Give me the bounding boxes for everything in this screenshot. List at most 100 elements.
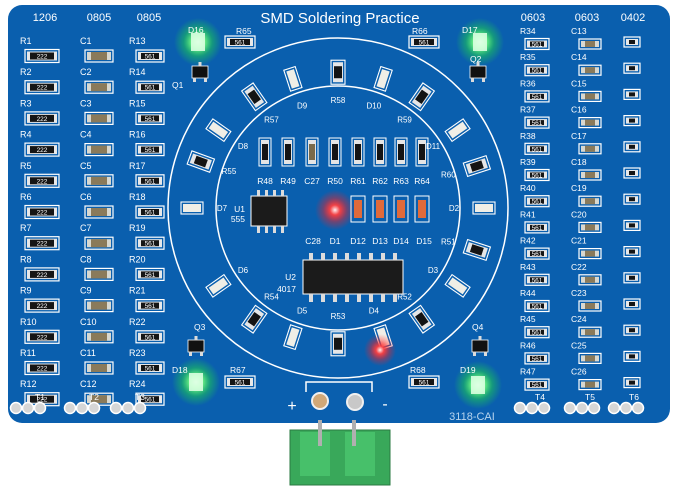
ring-label-r59: R59 [397, 116, 412, 125]
label-r20: R20 [129, 254, 146, 264]
resistor-code: 222 [37, 334, 48, 341]
smd-resistor: 222 [24, 360, 60, 376]
u2-label: U2 [285, 272, 296, 282]
ring-label-d10: D10 [367, 101, 382, 110]
ring-item-r58 [330, 59, 346, 85]
resistor-code: 222 [37, 210, 48, 217]
u2-type: 4017 [277, 284, 296, 294]
test-pad [563, 401, 577, 415]
smd-capacitor [578, 248, 602, 260]
column-header: 0805 [137, 12, 161, 24]
resistor-code: 561 [419, 40, 430, 47]
test-pad [607, 401, 621, 415]
smd-resistor: 561 [135, 392, 165, 406]
test-pad [513, 401, 527, 415]
led-glow-d4 [364, 334, 396, 366]
smd-resistor: 561 [524, 64, 550, 77]
smd-capacitor [578, 116, 602, 129]
label-r4: R4 [20, 130, 32, 140]
smd-resistor: 222 [24, 142, 60, 157]
label-r43: R43 [520, 262, 536, 272]
ring-label-d6: D6 [238, 266, 249, 275]
resistor-code: 561 [145, 178, 156, 185]
smd-resistor [623, 298, 641, 310]
center-label-r48: R48 [257, 176, 273, 186]
resistor-code: 561 [532, 225, 543, 232]
test-pad [63, 401, 77, 415]
smd-capacitor [84, 361, 114, 375]
center-part-r50 [328, 137, 342, 167]
transistor-q1 [191, 62, 209, 82]
tp-label-t6: T6 [629, 392, 639, 402]
smd-capacitor [578, 38, 602, 50]
q3-label: Q3 [194, 322, 206, 332]
resistor-code: 561 [145, 54, 156, 61]
center-part-r63 [394, 137, 408, 167]
center-label-d12: D12 [350, 236, 366, 246]
smd-resistor: 561 [524, 142, 550, 155]
ring-item-r54 [240, 304, 268, 334]
label-r7: R7 [20, 223, 32, 233]
smd-resistor: 561 [408, 375, 440, 389]
resistor-code: 561 [532, 251, 543, 258]
smd-capacitor [578, 64, 602, 76]
resistor-code: 561 [532, 173, 543, 180]
center-label-c27: C27 [304, 176, 320, 186]
diode-d12 [350, 195, 366, 223]
label-c22: C22 [571, 262, 587, 272]
transistor-q4 [471, 336, 489, 356]
smd-resistor [623, 324, 641, 336]
label-r34: R34 [520, 26, 536, 36]
label-c20: C20 [571, 209, 587, 219]
column-headers: 1206 0805 0805 0603 0603 0402 [33, 12, 645, 24]
u1-label: U1 [234, 204, 245, 214]
ring-item-r59 [408, 82, 436, 112]
corner-led-d17 [456, 18, 504, 66]
smd-capacitor [578, 221, 602, 233]
column-header: 1206 [33, 12, 57, 24]
ring-components: R55D7D8R57D9R58D10R59D11R60D2R51D3R52D4R… [180, 59, 496, 366]
smd-capacitor [84, 299, 114, 313]
column-header: 0603 [521, 12, 545, 24]
label-c13: C13 [571, 26, 587, 36]
transistor-q2 [469, 62, 487, 82]
resistor-code: 222 [37, 147, 48, 154]
ring-item-d3 [444, 273, 471, 298]
corner-led-d19 [454, 361, 502, 409]
label-c16: C16 [571, 105, 587, 115]
smd-resistor: 561 [224, 375, 256, 389]
smd-resistor: 561 [135, 205, 165, 219]
resistor-code: 222 [37, 178, 48, 185]
smd-resistor: 222 [24, 173, 60, 188]
label-c1: C1 [80, 36, 92, 46]
center-label-r64: R64 [414, 176, 430, 186]
label-r8: R8 [20, 254, 32, 264]
tp-label-t2: T2 [89, 392, 99, 402]
resistor-code: 561 [235, 380, 246, 387]
resistor-code: 561 [532, 120, 543, 127]
corner-res-label: R65 [236, 26, 252, 36]
u1-type: 555 [231, 214, 245, 224]
led-ring [167, 37, 509, 379]
resistor-code: 222 [37, 303, 48, 310]
q2-label: Q2 [470, 54, 482, 64]
corner-led-d16 [174, 18, 222, 66]
label-r47: R47 [520, 367, 536, 377]
resistor-code: 561 [145, 210, 156, 217]
smd-resistor: 561 [135, 111, 165, 126]
resistor-code: 222 [37, 366, 48, 373]
center-label-r62: R62 [372, 176, 388, 186]
resistor-code: 222 [37, 85, 48, 92]
test-pad [87, 401, 101, 415]
test-pad [133, 401, 147, 415]
label-c21: C21 [571, 236, 587, 246]
smd-capacitor [578, 169, 602, 181]
resistor-code: 561 [532, 356, 543, 363]
smd-capacitor [578, 143, 602, 155]
label-r35: R35 [520, 52, 536, 62]
label-r18: R18 [129, 192, 146, 202]
smd-resistor [623, 114, 641, 127]
ring-item-r57 [240, 82, 268, 112]
